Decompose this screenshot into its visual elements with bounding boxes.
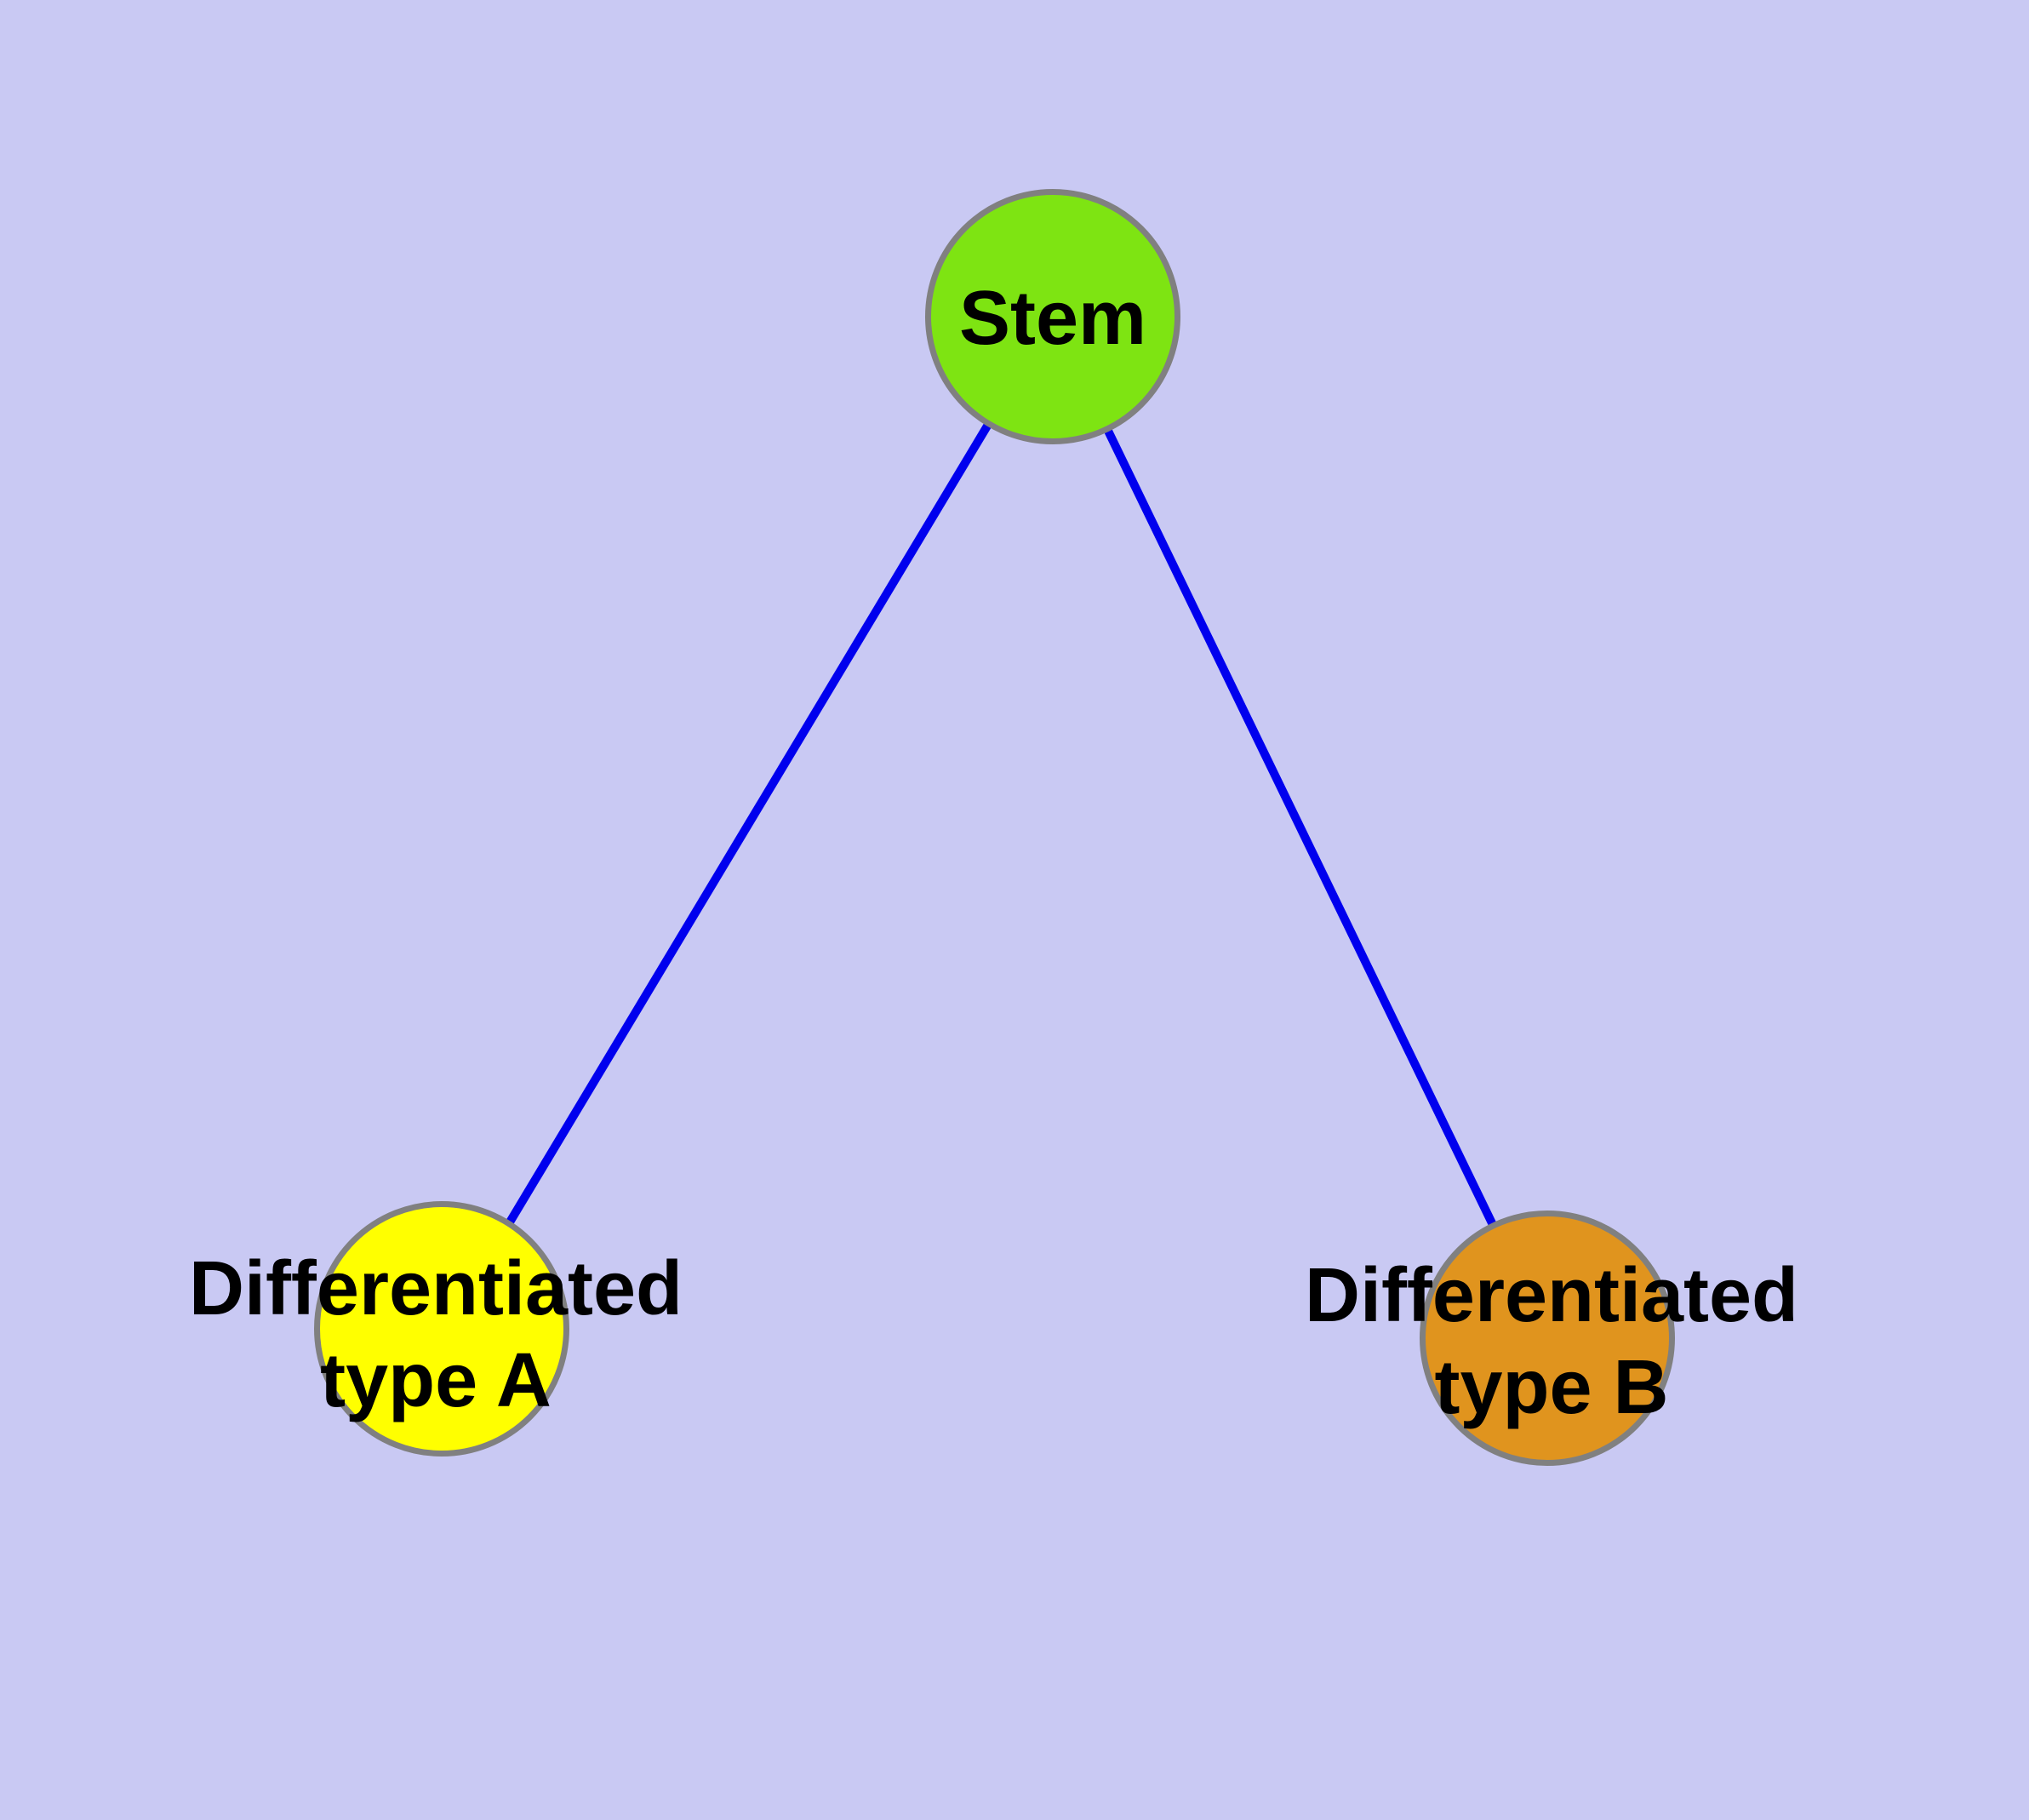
edge-stem-to-type-b (1049, 314, 1552, 1342)
node-differentiated-type-a (314, 1201, 569, 1457)
node-differentiated-type-b-label: Differentiated type B (1304, 1253, 1799, 1430)
node-stem (925, 189, 1180, 444)
node-stem-label: Stem (958, 276, 1147, 361)
node-differentiated-type-a-label: Differentiated type A (188, 1246, 683, 1423)
edge-stem-to-type-a (440, 314, 1057, 1334)
node-differentiated-type-b (1420, 1210, 1675, 1466)
